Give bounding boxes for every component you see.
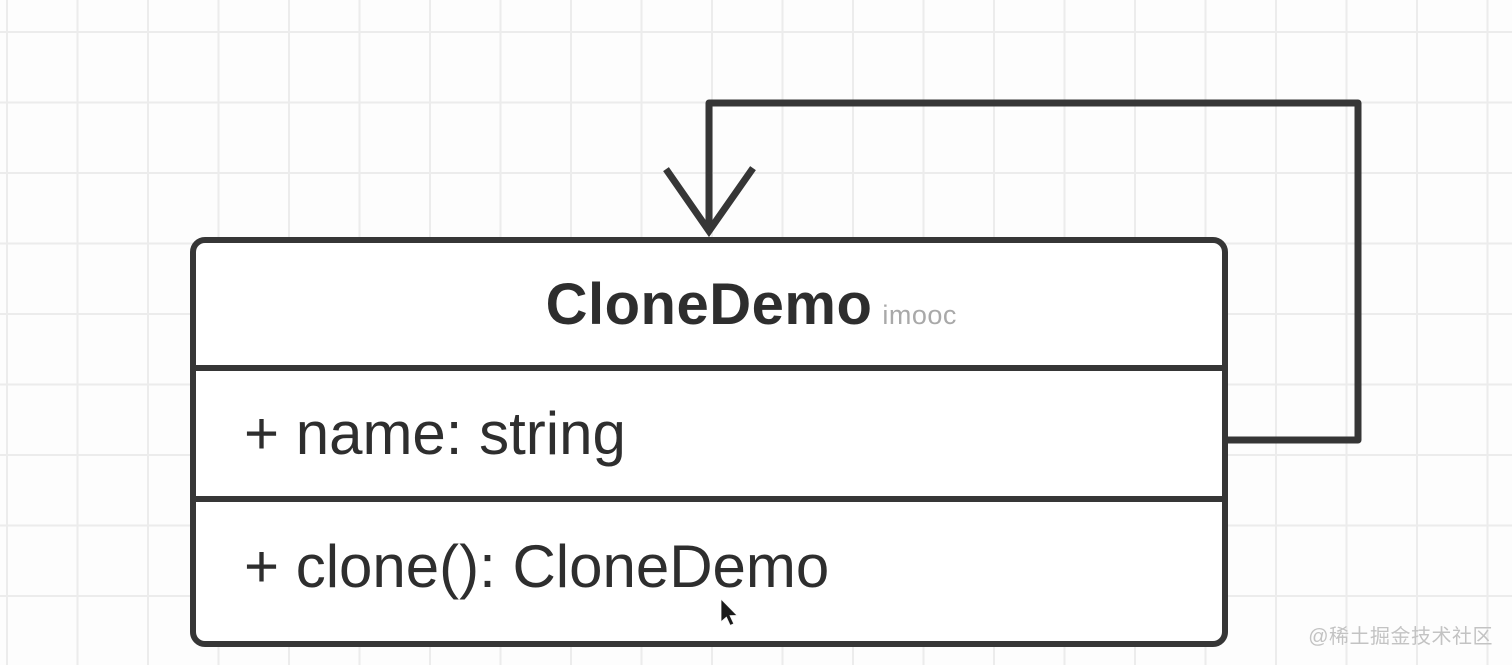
- uml-attribute-text: + name: string: [244, 400, 626, 467]
- self-reference-arrow-path: [705, 99, 1362, 444]
- uml-method-row: + clone(): CloneDemo: [196, 502, 1222, 631]
- community-watermark: @稀土掘金技术社区: [1308, 626, 1493, 648]
- arrowhead-down-icon: [663, 166, 756, 238]
- uml-class-name-suffix-watermark: imooc: [882, 299, 957, 330]
- uml-attribute-row: + name: string: [196, 371, 1222, 502]
- mouse-cursor-icon: [721, 599, 738, 626]
- uml-method-text: + clone(): CloneDemo: [244, 533, 830, 600]
